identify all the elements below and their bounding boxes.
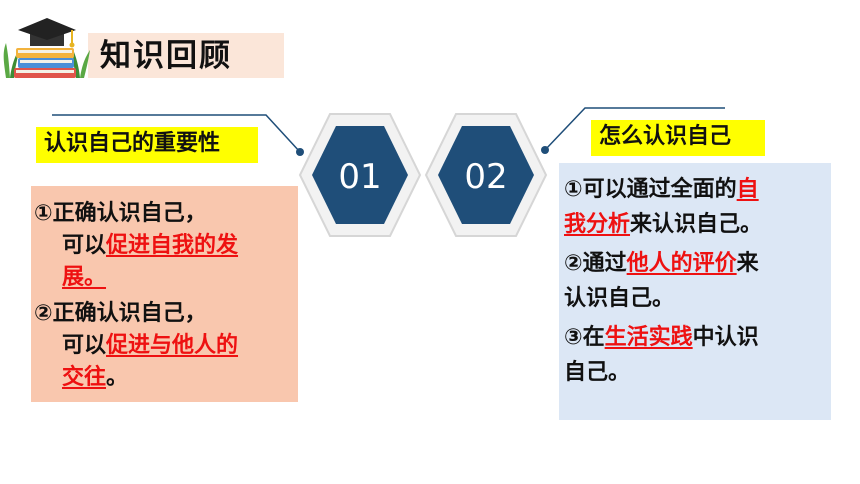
highlight-text: 我分析 — [564, 212, 631, 237]
right-panel-text: ①可以通过全面的自 我分析来认识自己。 ②通过他人的评价来 认识自己。 ③在生活… — [564, 172, 830, 390]
left-panel-text: ①正确认识自己， 可以促进自我的发 展。 ②正确认识自己， 可以促进与他人的 交… — [34, 198, 296, 394]
right-item-2-line-1: ②通过他人的评价来 — [564, 251, 759, 276]
highlight-text: 促进自我的发 — [106, 233, 239, 258]
highlight-text: 促进与他人的 — [106, 333, 239, 358]
label-importance: 认识自己的重要性 — [36, 127, 258, 163]
highlight-text: 自 — [736, 177, 759, 202]
hexagon-01: 01 — [298, 113, 422, 237]
left-item-1-line-1: ①正确认识自己， — [34, 201, 207, 226]
left-item-1-line-3: 展。 — [34, 262, 296, 294]
right-item-3-line-1: ③在生活实践中认识 — [564, 325, 759, 350]
left-item-2-line-2: 可以促进与他人的 — [62, 333, 239, 358]
right-item-3-line-2: 自己。 — [564, 360, 631, 385]
hexagon-02-label: 02 — [464, 157, 507, 197]
highlight-text: 交往 — [62, 365, 107, 390]
left-item-2-line-3: 交往。 — [62, 365, 129, 390]
highlight-text: 展。 — [62, 265, 107, 290]
left-item-2-line-1: ②正确认识自己， — [34, 301, 207, 326]
left-item-1-line-2: 可以促进自我的发 — [62, 233, 239, 258]
right-item-1-line-2: 我分析来认识自己。 — [564, 212, 763, 237]
right-item-1-line-1: ①可以通过全面的自 — [564, 177, 759, 202]
page-title: 知识回顾 — [100, 38, 232, 74]
graduation-books-icon — [3, 18, 90, 78]
highlight-text: 他人的评价 — [626, 251, 737, 276]
left-panel — [31, 186, 298, 402]
label-how-to-know: 怎么认识自己 — [591, 120, 765, 156]
hexagon-02: 02 — [424, 113, 548, 237]
highlight-text: 生活实践 — [604, 325, 693, 350]
hexagon-01-label: 01 — [338, 157, 381, 197]
right-panel — [559, 163, 831, 420]
header-bar — [88, 33, 284, 78]
right-item-2-line-2: 认识自己。 — [564, 286, 675, 311]
